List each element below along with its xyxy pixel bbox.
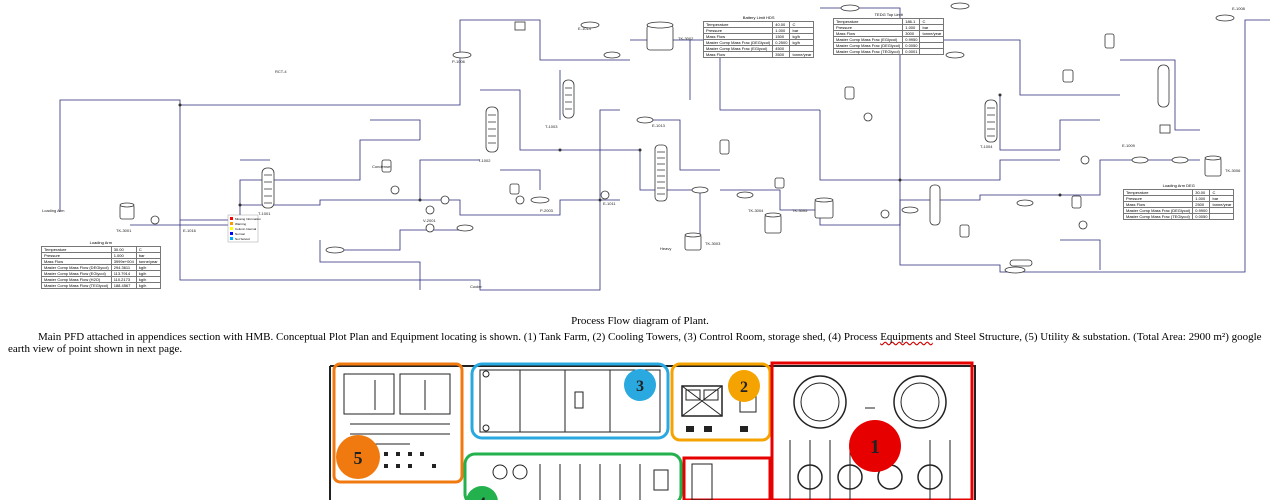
pfd-status-legend: Missing Information Warning Column Inter… <box>227 214 261 243</box>
column-t-1004 <box>984 99 998 143</box>
zone-2-label: 2 <box>740 379 748 396</box>
table-loading-arm-deg-title: Loading Arm DEG <box>1162 183 1195 188</box>
zone-4-process-equipment <box>463 452 683 500</box>
tank-tk-3001 <box>119 202 135 220</box>
tag-e-1013: E-1013 <box>652 123 666 128</box>
tank-tk-3006 <box>1204 155 1222 177</box>
table-battery-limit-title: Battery Limit HDS <box>742 15 775 20</box>
tag-tk-3002: TK-3002 <box>678 36 694 41</box>
table-loading-arm-title: Loading Arm <box>89 240 113 245</box>
legend-not-solved: Not Solved <box>235 237 250 241</box>
legend-missing-info: Missing Information <box>235 217 261 221</box>
tag-e-1009: E-1009 <box>1122 143 1136 148</box>
tag-tk-3005: TK-3005 <box>792 208 808 213</box>
tag-t-1003: T-1003 <box>545 124 558 129</box>
zone-3-label: 3 <box>636 378 644 395</box>
tag-heavy: Heavy <box>660 246 671 251</box>
legend-warning: Warning <box>235 222 246 226</box>
table-tedg-top-title: TEDG Top Limit <box>874 12 903 17</box>
zone-2-cooling-towers <box>670 362 772 442</box>
tag-loading-arm: Loading Arm <box>42 208 65 213</box>
legend-normal: Normal <box>235 232 245 236</box>
zone-2-marker <box>728 370 760 402</box>
tank-tk-3004 <box>764 212 782 234</box>
column-t-1001 <box>261 167 275 209</box>
paragraph-text-2: and Steel Structure, (5) Utility & subst… <box>8 331 1262 355</box>
tag-v-2001: V-2001 <box>423 218 436 223</box>
column-t-1003 <box>562 79 575 119</box>
legend-column-internal: Column Internal <box>235 227 257 231</box>
tag-e-1008: E-1008 <box>1232 6 1246 11</box>
zone-1-tank-farm <box>770 361 974 500</box>
tag-tk-3003: TK-3003 <box>705 241 721 246</box>
paragraph-misspelled-word: Equipments <box>880 331 933 343</box>
zone-4-marker <box>466 486 498 500</box>
tag-e-1014: E-1014 <box>578 26 592 31</box>
tag-t-1002: T-1002 <box>478 158 491 163</box>
tank-tk-3003 <box>684 232 702 251</box>
zone-1-label: 1 <box>870 436 880 458</box>
tag-tk-3004: TK-3004 <box>748 208 764 213</box>
zone-1-marker <box>849 420 901 472</box>
zone-4-label: 4 <box>478 495 486 500</box>
tag-e-1011: E-1011 <box>603 201 616 206</box>
tag-tk-3006: TK-3006 <box>1225 168 1241 173</box>
body-paragraph: Main PFD attached in appendices section … <box>8 331 1273 355</box>
tag-cooler: Cooler <box>470 284 482 289</box>
tank-tk-3005 <box>814 197 834 219</box>
zone-3-marker <box>624 369 656 401</box>
tank-tk-3002 <box>646 21 674 51</box>
tag-e-1016: E-1016 <box>183 228 197 233</box>
tag-t-1004: T-1004 <box>980 144 993 149</box>
process-flow-diagram: Missing Information Warning Column Inter… <box>42 2 1270 291</box>
tag-p-1006: P-1006 <box>452 59 466 64</box>
tag-condenser: Condenser <box>372 164 392 169</box>
tag-tk-3001: TK-3001 <box>116 228 132 233</box>
tag-rct-4: RCT-4 <box>275 69 287 74</box>
zone-3-control-room <box>470 362 670 440</box>
zone-5-marker <box>336 435 380 479</box>
paragraph-text-1: Main PFD attached in appendices section … <box>38 331 881 343</box>
column-t-1002 <box>485 106 499 153</box>
tag-t-1001: T-1001 <box>258 211 271 216</box>
figure-caption: Process Flow diagram of Plant. <box>571 315 709 327</box>
zone-5-label: 5 <box>354 448 363 468</box>
tag-p-2003: P-2003 <box>540 208 554 213</box>
plot-plan-drawing: 1 2 3 4 5 <box>320 360 980 500</box>
